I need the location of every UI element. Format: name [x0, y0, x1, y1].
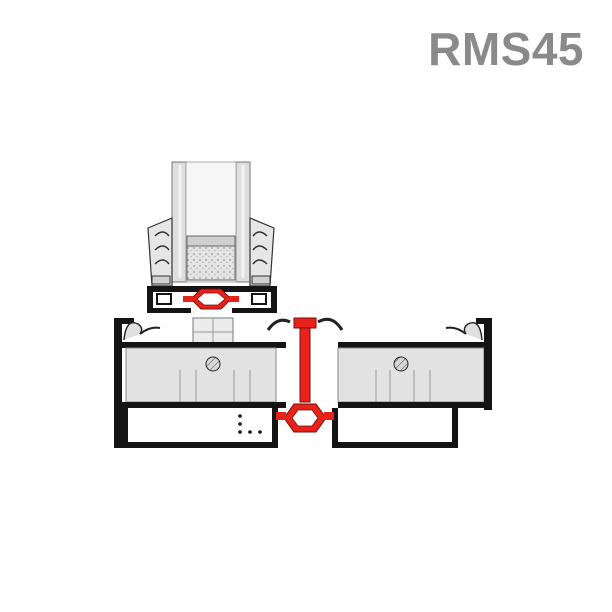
- spacer-bar: [186, 235, 236, 247]
- glazing-gasket-right: [249, 217, 275, 287]
- sash-thermal-break: [183, 288, 239, 310]
- product-title: RMS45: [428, 23, 584, 75]
- mullion-gasket: [266, 317, 344, 331]
- glazing-gasket-left: [147, 217, 173, 287]
- frame-pin-left: [205, 356, 221, 372]
- mullion-thermal-break: [276, 317, 334, 433]
- sealant-foam: [186, 245, 236, 281]
- glazing-unit: [171, 161, 251, 283]
- frame-gasket-right: [445, 322, 483, 341]
- outer-frame: [114, 318, 492, 448]
- frame-gasket-left: [123, 322, 161, 341]
- frame-pin-right: [393, 356, 409, 372]
